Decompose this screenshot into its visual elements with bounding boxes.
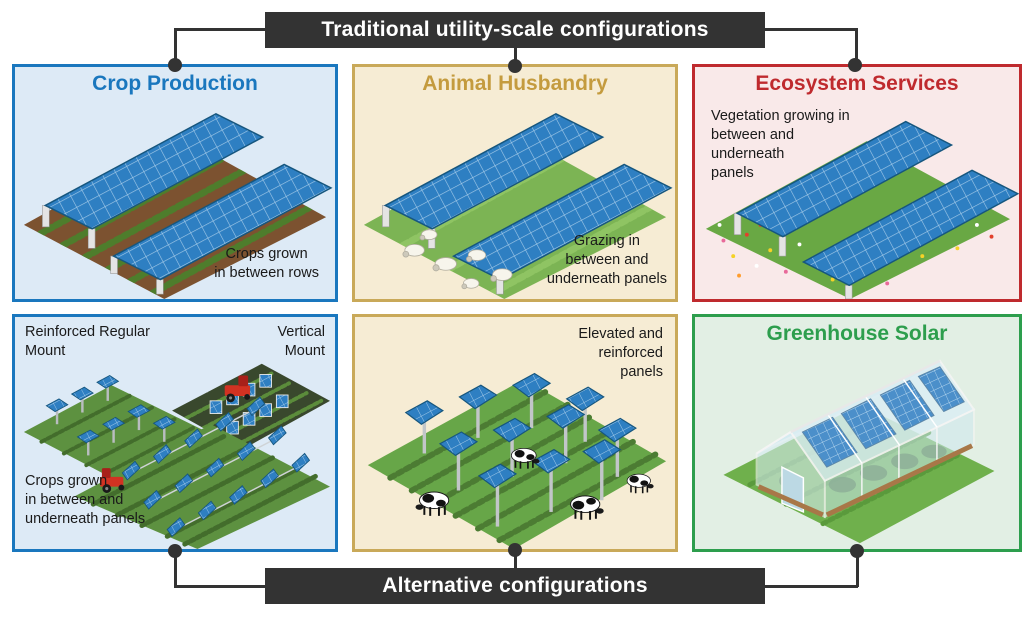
caption-line: Reinforced Regular xyxy=(25,324,150,340)
connector-dot xyxy=(850,544,864,558)
solar-array xyxy=(801,169,1019,287)
caption-line: Vertical xyxy=(277,324,325,340)
caption-line: between and xyxy=(711,126,795,143)
caption: Grazing in between and underneath panels xyxy=(547,232,667,289)
connector-dot xyxy=(508,543,522,557)
connector-dot xyxy=(168,544,182,558)
caption-line: Crops grown xyxy=(25,473,108,490)
ecosystem-services-illustration xyxy=(705,120,1019,299)
caption-line: panels xyxy=(620,363,663,380)
sheep xyxy=(402,229,513,290)
caption-line: Mount xyxy=(284,342,325,359)
panel-ecosystem-services: Ecosystem Services Vegetation growing in… xyxy=(692,64,1022,302)
caption-line: underneath xyxy=(711,145,785,162)
row-mount-scene xyxy=(74,396,330,549)
panel-title: Ecosystem Services xyxy=(755,72,959,95)
caption-line: Elevated and xyxy=(578,326,663,342)
solar-array xyxy=(111,163,333,281)
caption: Crops grown in between rows xyxy=(214,245,319,283)
connector-line xyxy=(174,550,177,587)
connector-dot xyxy=(848,58,862,72)
alternative-mounts-illustration xyxy=(23,363,330,549)
connector-line xyxy=(514,47,517,66)
solar-array xyxy=(43,112,265,230)
panel-crop-production: Crop Production Crops grown in between r… xyxy=(12,64,338,302)
connector-line xyxy=(764,585,858,588)
caption-line: underneath panels xyxy=(546,271,667,288)
caption: Elevated and reinforced panels xyxy=(578,325,663,382)
top-banner: Traditional utility-scale configurations xyxy=(265,12,765,48)
cows xyxy=(415,447,654,520)
tractor xyxy=(224,375,251,403)
connector-line xyxy=(514,550,517,570)
wood-base xyxy=(757,443,974,518)
caption-line: in between rows xyxy=(214,265,319,282)
panel-title: Greenhouse Solar xyxy=(766,322,948,345)
meadow-field xyxy=(705,141,1011,299)
soil-field xyxy=(23,137,327,299)
connector-line xyxy=(174,585,266,588)
panel-title: Crop Production xyxy=(92,72,258,95)
connector-line xyxy=(855,28,858,66)
connector-line xyxy=(764,28,857,31)
caption-line: Mount xyxy=(25,342,66,359)
solar-array xyxy=(735,120,954,238)
animal-husbandry-illustration xyxy=(363,112,673,299)
caption: Vegetation growing in between and undern… xyxy=(711,107,850,182)
connector-line xyxy=(174,28,266,31)
elevated-solar-panels xyxy=(404,372,637,489)
panel-alternative-mounts: Reinforced Regular Mount Vertical Mount … xyxy=(12,314,338,552)
label-reinforced-regular-mount: Reinforced Regular Mount xyxy=(25,323,150,361)
tractor xyxy=(99,468,125,493)
caption-line: Grazing in xyxy=(573,233,640,250)
caption-line: underneath panels xyxy=(25,511,146,528)
connector-line xyxy=(174,28,177,66)
caption-line: between and xyxy=(565,252,649,269)
caption: Crops grown in between and underneath pa… xyxy=(25,472,145,529)
connector-dot xyxy=(168,58,182,72)
elevated-panels-illustration xyxy=(367,372,667,549)
label-vertical-mount: Vertical Mount xyxy=(277,323,325,361)
caption-line: panels xyxy=(711,164,754,181)
bottom-banner: Alternative configurations xyxy=(265,568,765,604)
panel-animal-husbandry: Animal Husbandry Grazing in between and … xyxy=(352,64,678,302)
solar-array xyxy=(383,112,605,230)
panel-elevated-panels: Elevated and reinforced panels xyxy=(352,314,678,552)
caption-line: in between and xyxy=(25,492,124,509)
roof-solar-panels xyxy=(801,366,965,468)
greenhouse-solar-illustration xyxy=(723,359,995,544)
panel-greenhouse-solar: Greenhouse Solar xyxy=(692,314,1022,552)
greenhouse xyxy=(755,359,976,519)
connector-dot xyxy=(508,59,522,73)
panel-title: Animal Husbandry xyxy=(422,72,608,95)
caption-line: reinforced xyxy=(598,344,663,361)
roof-ridge xyxy=(790,359,941,434)
solar-array xyxy=(451,163,673,281)
crop-production-illustration xyxy=(23,112,333,299)
connector-line xyxy=(856,550,859,587)
caption-line: Crops grown xyxy=(225,246,308,263)
caption-line: Vegetation growing in xyxy=(711,108,850,124)
